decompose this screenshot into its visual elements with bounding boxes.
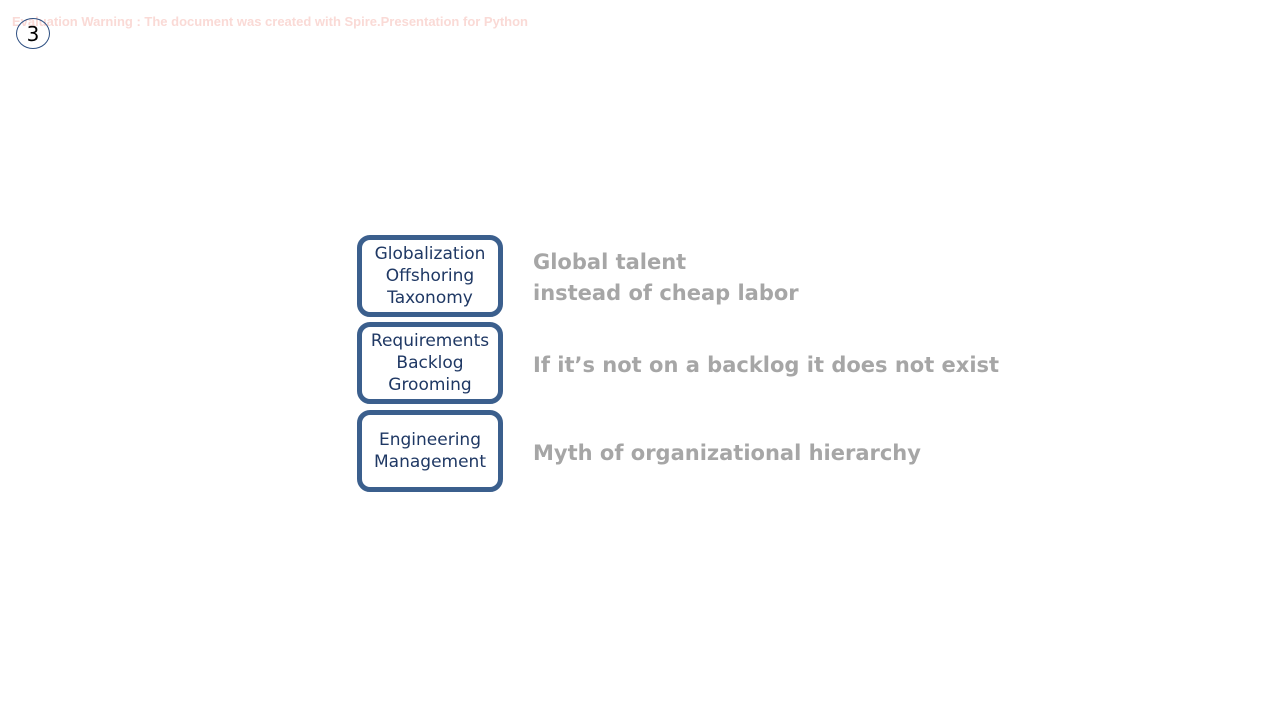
topic-box-requirements: Requirements Backlog Grooming <box>357 322 503 404</box>
topic-box-line: Requirements <box>370 331 490 351</box>
page-number-badge: 3 <box>16 18 50 49</box>
topic-description-engineering: Myth of organizational hierarchy <box>533 438 921 469</box>
description-line: instead of cheap labor <box>533 281 799 305</box>
topic-description-globalization: Global talent instead of cheap labor <box>533 247 799 309</box>
topic-box-line: Management <box>374 452 486 472</box>
description-line: Global talent <box>533 250 687 274</box>
topic-box-line: Grooming <box>388 375 472 395</box>
topic-box-line: Globalization <box>374 244 486 264</box>
topic-box-globalization: Globalization Offshoring Taxonomy <box>357 235 503 317</box>
evaluation-watermark: Evaluation Warning : The document was cr… <box>12 14 528 29</box>
description-line: If it’s not on a backlog it does not exi… <box>533 353 1000 377</box>
topic-box-engineering: Engineering Management <box>357 410 503 492</box>
topic-box-line: Backlog <box>396 353 464 373</box>
description-line: Myth of organizational hierarchy <box>533 441 921 465</box>
topic-box-line: Offshoring <box>385 266 475 286</box>
topic-box-line: Taxonomy <box>387 288 473 308</box>
topic-box-line: Engineering <box>379 430 481 450</box>
topic-description-requirements: If it’s not on a backlog it does not exi… <box>533 350 999 381</box>
